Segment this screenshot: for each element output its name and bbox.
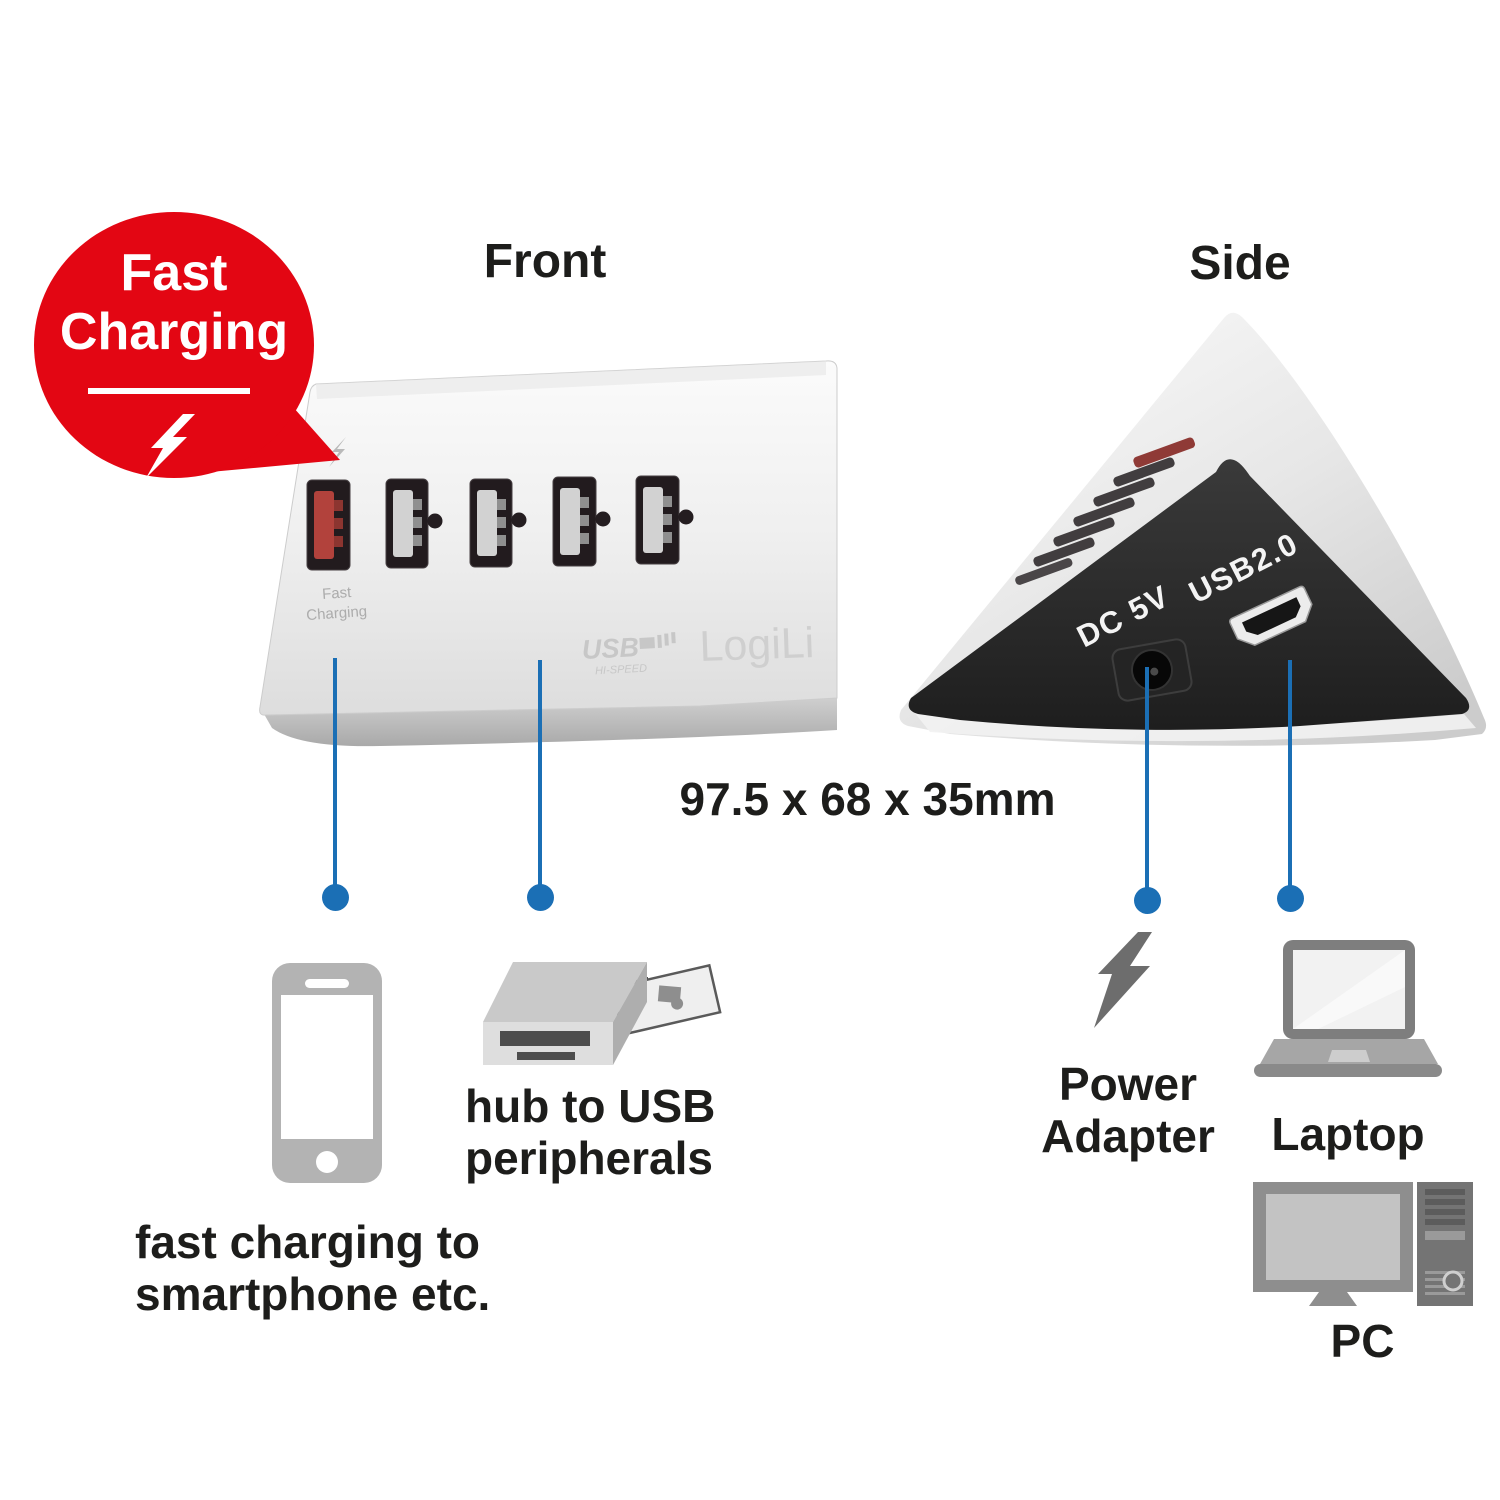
slit-7 (1015, 558, 1073, 585)
smartphone-home-button (316, 1151, 338, 1173)
reader-slot-2 (517, 1052, 575, 1060)
usb-port-fast-charging (306, 479, 351, 571)
laptop-caption: Laptop (1271, 1108, 1425, 1160)
hub-caption-line1: hub to USB (465, 1080, 716, 1132)
fast-charging-caption-line2: smartphone etc. (135, 1268, 491, 1320)
tower-vents (1425, 1189, 1465, 1225)
card-reader-icon (483, 962, 722, 1065)
fast-charging-port-label-line1: Fast (322, 584, 353, 603)
callout-line-fast-charging (333, 658, 337, 886)
slit-fast-charging (1133, 437, 1195, 468)
pc-icon (1253, 1182, 1473, 1306)
hub-caption-line2: peripherals (465, 1132, 713, 1184)
slit-4 (1073, 497, 1135, 527)
slit-2 (1113, 457, 1175, 487)
reader-slot-1 (500, 1031, 590, 1046)
badge-line2: Charging (59, 303, 289, 361)
led-dot-3 (595, 511, 611, 527)
usb-logo-text: USB (581, 632, 640, 665)
slit-3 (1093, 477, 1155, 507)
led-dot-2 (511, 512, 527, 528)
laptop-bottom (1254, 1064, 1442, 1077)
fast-charging-port-label-line2: Charging (306, 603, 368, 624)
usb-port-3 (469, 478, 513, 568)
dc-power-jack (1111, 638, 1193, 702)
callout-line-hub (538, 660, 542, 886)
smartphone-screen (281, 995, 373, 1139)
reader-top-face (483, 962, 647, 1022)
badge-lightning-icon (146, 414, 195, 478)
usb-hispeed-logo: USB HI-SPEED (581, 632, 676, 678)
callout-line-host (1288, 660, 1292, 887)
fast-charging-engraved-lightning-icon (329, 437, 346, 467)
reader-side-face (613, 962, 647, 1065)
front-view-heading: Front (483, 235, 607, 288)
tower-drive-bay (1425, 1231, 1465, 1240)
hub-body (259, 360, 838, 716)
smartphone-speaker (305, 979, 349, 988)
callout-dot-host (1277, 885, 1304, 912)
laptop-touchpad (1328, 1050, 1370, 1062)
side-view-heading: Side (1189, 237, 1291, 290)
power-adapter-lightning-icon (1094, 932, 1152, 1028)
hub-caption: hub to USB peripherals (465, 1080, 715, 1184)
callout-dot-power (1134, 887, 1161, 914)
brand-logo-text: LogiLi (699, 619, 815, 671)
usb-hispeed-text: HI-SPEED (595, 663, 648, 678)
power-adapter-caption: Power Adapter (1028, 1058, 1228, 1162)
callout-dot-hub (527, 884, 554, 911)
slit-6 (1033, 537, 1095, 567)
pc-caption: PC (1330, 1315, 1395, 1367)
laptop-icon (1254, 940, 1442, 1077)
edge-on-usb-port-slits (1015, 437, 1195, 585)
side-hub-photo: DC 5V USB2.0 (899, 312, 1487, 746)
laptop-screen-glare (1293, 950, 1405, 1029)
power-adapter-caption-line2: Adapter (1041, 1110, 1215, 1162)
usb-port-5 (635, 475, 680, 565)
usb-port-4 (552, 476, 597, 567)
callout-dot-fast-charging (322, 884, 349, 911)
callout-line-power (1145, 667, 1149, 889)
smartphone-icon (272, 963, 382, 1183)
led-dot-4 (678, 509, 694, 525)
usb-port-2 (385, 478, 429, 569)
badge-divider (88, 388, 250, 394)
monitor-stand (1309, 1292, 1357, 1306)
fast-charging-caption: fast charging to smartphone etc. (135, 1216, 490, 1320)
slit-5 (1053, 517, 1115, 547)
hub-top-bevel (316, 361, 826, 399)
side-face (908, 459, 1470, 730)
front-hub-photo: Fast Charging USB HI-SPEED LogiLi (259, 360, 838, 747)
led-dot-1 (427, 513, 443, 529)
tower-power-button (1442, 1270, 1464, 1292)
monitor-screen (1266, 1194, 1400, 1280)
micro-usb-port (1229, 585, 1313, 647)
dimensions-text: 97.5 x 68 x 35mm (679, 773, 1056, 825)
power-adapter-caption-line1: Power (1058, 1058, 1198, 1110)
fast-charging-caption-line1: fast charging to (135, 1216, 481, 1268)
fast-charging-badge-text: Fast Charging (34, 244, 314, 362)
badge-line1: Fast (120, 244, 228, 302)
